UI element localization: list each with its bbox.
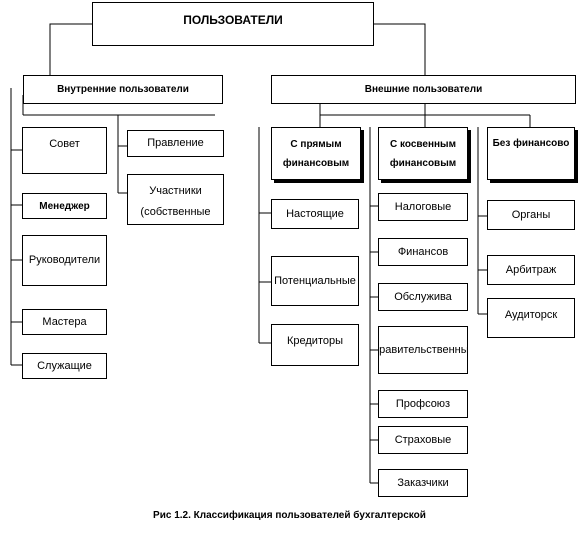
indirect-item-service: Обслужива — [378, 283, 468, 311]
internal-item-participants: Участники (собственные — [127, 174, 224, 225]
internal-item-employees: Служащие — [22, 353, 107, 379]
no-financial-node: Без финансово — [487, 127, 575, 180]
internal-item-council: Совет — [22, 127, 107, 174]
direct-financial-node: С прямым финансовым — [271, 127, 361, 180]
internal-item-board: Правление — [127, 130, 224, 157]
direct-item-current: Настоящие — [271, 199, 359, 229]
indirect-financial-node: С косвенным финансовым — [378, 127, 468, 180]
internal-item-masters: Мастера — [22, 309, 107, 335]
internal-item-manager: Менеджер — [22, 193, 107, 219]
internal-users-node: Внутренние пользователи — [23, 75, 223, 104]
direct-item-creditors: Кредиторы — [271, 324, 359, 366]
external-users-node: Внешние пользователи — [271, 75, 576, 104]
internal-item-heads: Руководители — [22, 235, 107, 286]
figure-caption: Рис 1.2. Классификация пользователей бух… — [153, 510, 426, 521]
indirect-item-customers: Заказчики — [378, 469, 468, 497]
none-item-arbitration: Арбитраж — [487, 255, 575, 285]
none-item-authorities: Органы — [487, 200, 575, 230]
indirect-item-finance: Финансов — [378, 238, 468, 266]
indirect-item-government: Правительственные — [378, 326, 468, 374]
direct-item-potential: Потенциальные — [271, 256, 359, 306]
indirect-item-insurance: Страховые — [378, 426, 468, 454]
indirect-item-tax: Налоговые — [378, 193, 468, 221]
indirect-item-union: Профсоюз — [378, 390, 468, 418]
root-node: ПОЛЬЗОВАТЕЛИ — [92, 2, 374, 46]
none-item-auditors: Аудиторск — [487, 298, 575, 338]
